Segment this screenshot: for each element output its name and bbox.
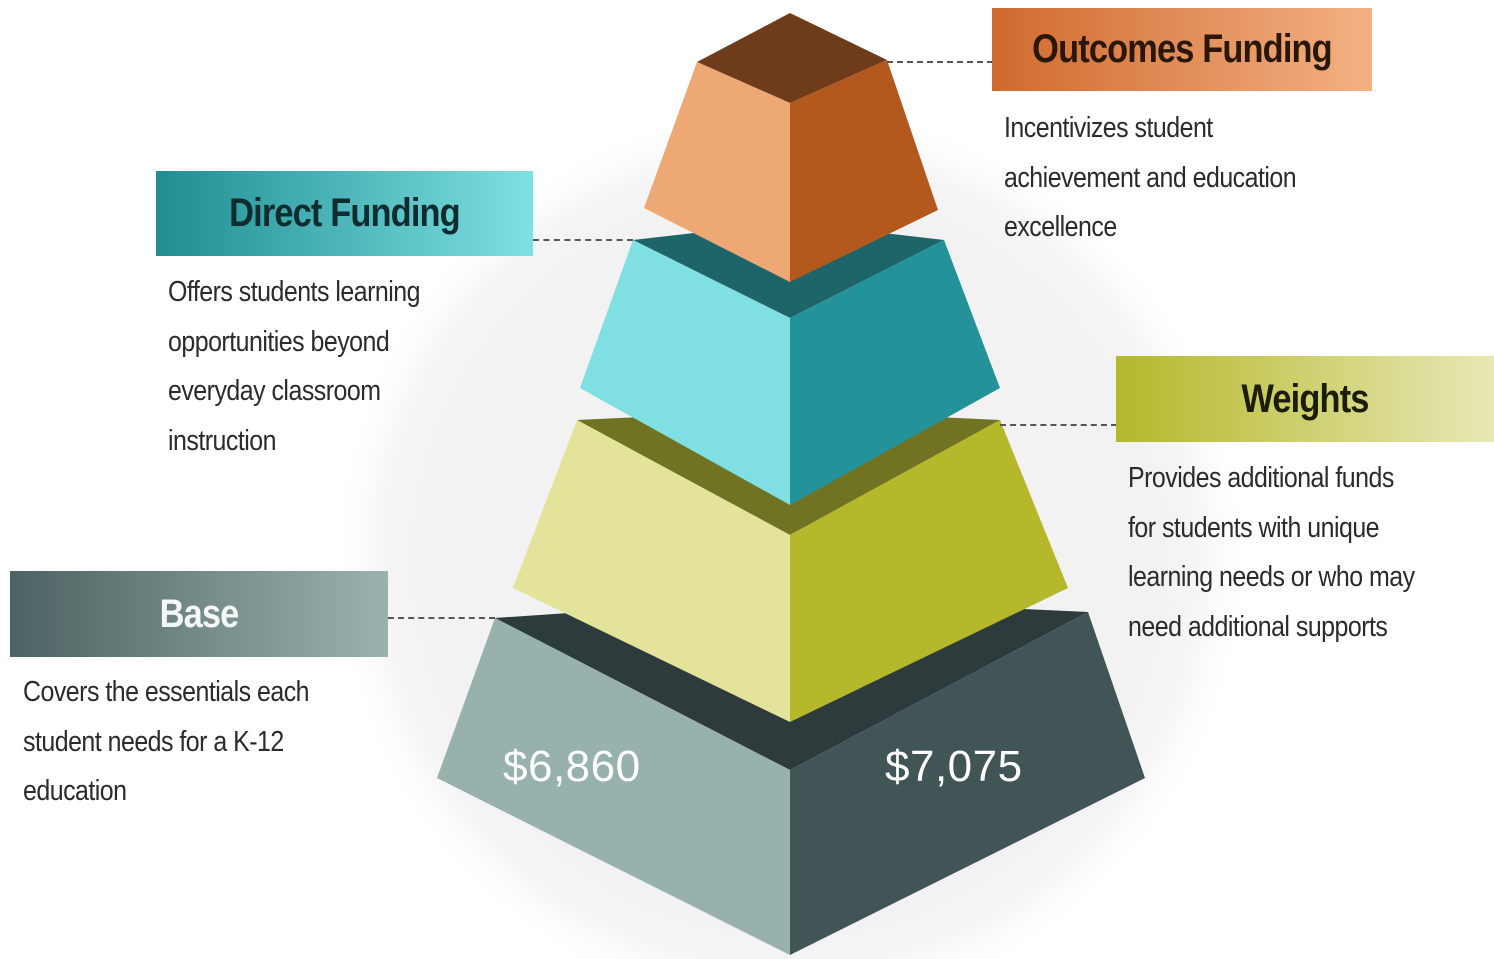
connector-weights (1000, 424, 1117, 426)
outcomes-title: Outcomes Funding (1032, 27, 1333, 71)
weights-desc-line: need additional supports (1128, 610, 1388, 643)
connector-direct (533, 239, 633, 241)
base-desc-line: student needs for a K-12 (23, 725, 284, 758)
direct-description: Offers students learning opportunities b… (168, 268, 461, 466)
tier-direct-left-face (580, 240, 790, 505)
weights-desc-line: for students with unique (1128, 511, 1380, 544)
direct-title: Direct Funding (229, 191, 461, 235)
weights-title: Weights (1241, 376, 1369, 421)
connector-outcomes (887, 61, 993, 63)
weights-desc-line: Provides additional funds (1128, 462, 1394, 494)
tier-outcomes-right-face (790, 60, 938, 282)
outcomes-label: Outcomes Funding (992, 8, 1372, 91)
tier-weights-right-face (790, 420, 1068, 722)
connector-base (388, 617, 495, 619)
base-description: Covers the essentials each student needs… (23, 668, 356, 817)
direct-desc-line: opportunities beyond (168, 325, 390, 358)
direct-desc-line: Offers students learning (168, 276, 420, 308)
tier-direct (580, 222, 1000, 505)
weights-description: Provides additional funds for students w… (1128, 454, 1461, 652)
direct-desc-line: instruction (168, 424, 277, 457)
outcomes-desc-line: Incentivizes student (1004, 112, 1213, 144)
base-value-left: $6,860 (503, 742, 641, 791)
base-label: Base (10, 571, 388, 657)
tier-direct-right-face (790, 240, 1000, 505)
weights-desc-line: learning needs or who may (1128, 561, 1415, 593)
base-title: Base (159, 591, 240, 636)
outcomes-desc-line: excellence (1004, 211, 1117, 243)
tier-outcomes (644, 13, 938, 282)
outcomes-description: Incentivizes student achievement and edu… (1004, 104, 1344, 253)
base-value-right: $7,075 (885, 742, 1023, 791)
tier-weights-left-face (513, 420, 790, 722)
direct-desc-line: everyday classroom (168, 375, 381, 407)
base-desc-line: Covers the essentials each (23, 676, 310, 708)
direct-label: Direct Funding (156, 171, 533, 256)
outcomes-desc-line: achievement and education (1004, 161, 1297, 194)
tier-outcomes-left-face (644, 62, 790, 282)
tier-outcomes-top-face (697, 13, 887, 103)
tier-base-right-face (790, 612, 1145, 955)
base-desc-line: education (23, 775, 127, 807)
weights-label: Weights (1116, 356, 1494, 442)
tier-base-left-face (437, 618, 790, 955)
